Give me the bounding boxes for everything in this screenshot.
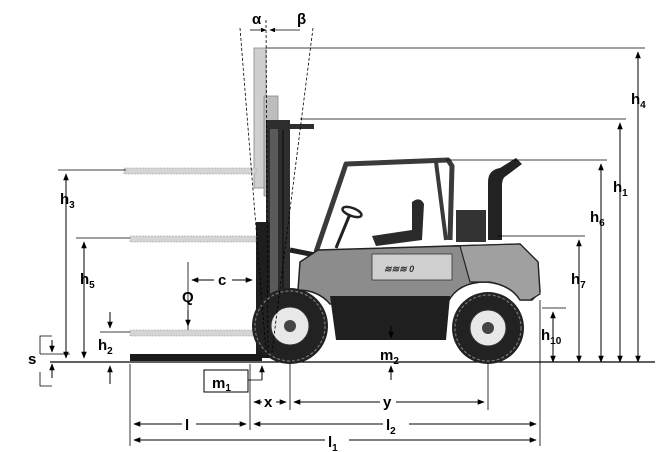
side-panel — [371, 253, 453, 281]
h2-label: h2 — [98, 337, 113, 357]
l2-label: l2 — [386, 417, 396, 437]
brand-mark: ≋≋≋ 0 — [384, 264, 414, 274]
h4-label: h4 — [631, 91, 646, 111]
fork-ghost-top — [123, 167, 257, 175]
h10-label: h10 — [541, 327, 562, 347]
fork-ghost-low — [129, 329, 257, 337]
l-label: l — [185, 417, 189, 434]
fork-lowered — [130, 354, 262, 361]
counterweight — [451, 243, 541, 301]
m2-label: m2 — [380, 347, 399, 367]
steering-wheel — [341, 205, 363, 219]
h5-label: h5 — [80, 271, 95, 291]
c-label: c — [218, 272, 226, 289]
mast-inner — [270, 124, 278, 354]
tilt-angle-lines — [239, 19, 314, 361]
operator-seat — [372, 199, 424, 246]
q-label: Q — [182, 289, 194, 306]
l1-label: l1 — [328, 434, 338, 452]
alpha-label: α — [252, 11, 262, 28]
fork-ghost-mid — [129, 235, 257, 243]
engine-hood — [456, 210, 486, 242]
front-tire-tread — [254, 290, 326, 362]
front-hub — [284, 320, 296, 332]
rear-tire-tread — [454, 294, 522, 362]
m1-box — [203, 369, 249, 393]
h6-label: h6 — [590, 209, 605, 229]
beta-label: β — [297, 11, 306, 28]
h7-label: h7 — [571, 271, 586, 291]
steering-column — [334, 213, 352, 249]
chassis-lower — [330, 296, 450, 340]
s-bracket-top — [39, 335, 52, 354]
x-label: x — [264, 394, 273, 411]
rear-hub — [482, 322, 494, 334]
h1-label: h1 — [613, 179, 628, 199]
h3-label: h3 — [60, 191, 75, 211]
overhead-guard — [313, 157, 455, 253]
overhead-guard-post — [434, 161, 448, 241]
mast-top-crossbar — [266, 124, 314, 129]
y-label: y — [383, 394, 392, 411]
exhaust-pipe — [488, 158, 522, 240]
forklift-illustration: ≋≋≋ 0 — [123, 47, 541, 364]
s-label: s — [28, 351, 36, 368]
s-bracket-bottom — [39, 372, 52, 387]
m1-label: m1 — [212, 375, 231, 394]
